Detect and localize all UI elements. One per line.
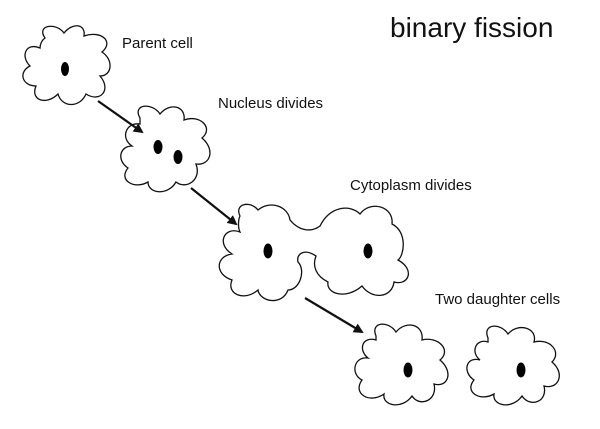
dividing-nucleus-cell: [120, 105, 211, 193]
daughter-cell-2: [466, 325, 560, 406]
label-two-daughter-cells: Two daughter cells: [435, 291, 561, 308]
dividing-nucleus-cell-membrane: [120, 105, 211, 193]
arrow-1: [97, 100, 144, 134]
daughter-cell-2-membrane: [466, 325, 560, 406]
daughter-cell-1-nucleus: [403, 362, 413, 378]
arrow-3: [304, 297, 364, 334]
daughter-cell-1: [354, 323, 449, 406]
nucleus-right: [173, 150, 183, 164]
arrow-2: [190, 187, 238, 226]
dividing-cytoplasm-cell: [218, 203, 409, 302]
parent-cell: [22, 25, 111, 106]
dividing-cytoplasm-cell-membrane: [218, 203, 409, 302]
label-parent-cell: Parent cell: [122, 35, 193, 52]
daughter-cell-1-membrane: [354, 323, 449, 406]
daughter-cell-2-nucleus: [516, 362, 526, 378]
parent-cell-nucleus: [61, 62, 69, 76]
nucleus-left: [153, 140, 163, 154]
label-cytoplasm-divides: Cytoplasm divides: [350, 177, 472, 194]
diagram-title: binary fission: [390, 12, 554, 43]
cytoplasm-nucleus-left: [263, 243, 273, 259]
label-nucleus-divides: Nucleus divides: [218, 95, 324, 112]
cytoplasm-nucleus-right: [363, 243, 373, 259]
